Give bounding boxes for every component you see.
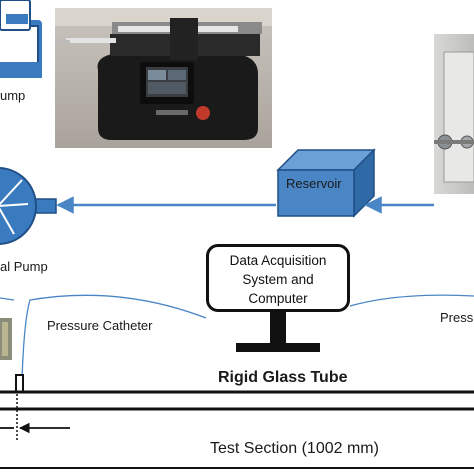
- syringe-pump-label: ump: [0, 88, 26, 103]
- data-acquisition-box: Data Acquisition System and Computer: [206, 244, 350, 312]
- pressure-catheter-lines: [0, 294, 474, 381]
- syringe-pump-photo: [55, 8, 272, 148]
- reservoir-label: Reservoir: [286, 176, 342, 191]
- syringe-pump-icon: [0, 0, 42, 78]
- daq-label-line2: System and: [242, 272, 314, 287]
- tube-title: Rigid Glass Tube: [218, 369, 348, 386]
- daq-label-line3: Computer: [248, 291, 308, 306]
- test-section-label: Test Section (1002 mm): [210, 440, 379, 457]
- test-section-dimension: [0, 394, 474, 469]
- reservoir-cube: [276, 148, 376, 218]
- centrifugal-pump-icon: [0, 167, 57, 245]
- monitor-icon: [236, 312, 320, 352]
- daq-label-line1: Data Acquisition: [229, 253, 327, 268]
- centrifugal-pump-label: al Pump: [0, 259, 48, 274]
- rigid-glass-tube: [0, 390, 474, 411]
- pressure-catheter-label: Pressure Catheter: [47, 318, 153, 333]
- pressure-catheter-right-label: Press: [440, 310, 474, 325]
- catheter-photo-sliver: [0, 318, 12, 360]
- catheter-port: [15, 374, 24, 393]
- flow-chamber-photo: [434, 34, 474, 194]
